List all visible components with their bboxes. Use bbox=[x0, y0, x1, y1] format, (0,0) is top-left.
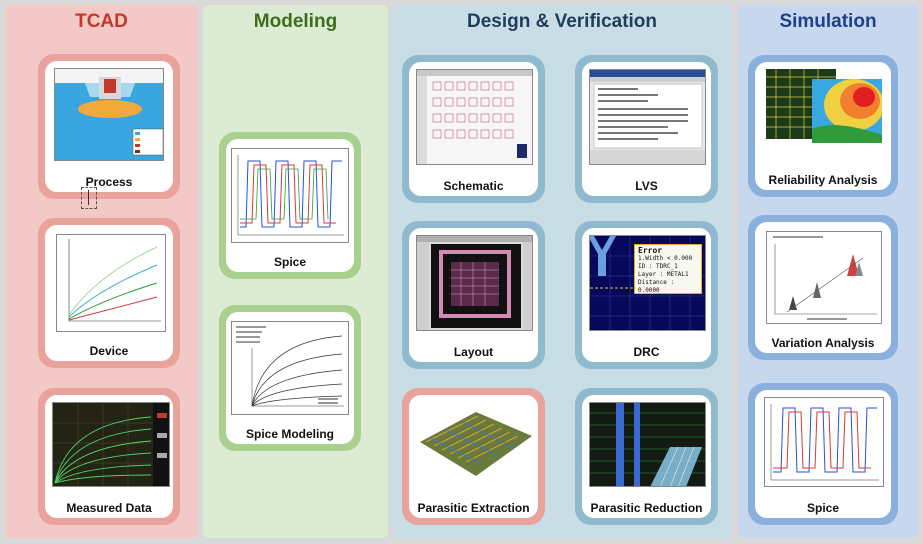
drc-error-title: Error bbox=[638, 246, 663, 255]
drc-error-line: ID : TDRC_1 bbox=[638, 263, 678, 270]
tcad-column: TCAD Process bbox=[5, 5, 198, 538]
reliability-analysis-card[interactable]: Reliability Analysis bbox=[748, 55, 898, 197]
measured-data-thumbnail bbox=[52, 402, 170, 487]
process-thumbnail bbox=[54, 68, 164, 161]
layout-card[interactable]: Layout bbox=[402, 221, 545, 369]
parasitic-extraction-thumbnail bbox=[416, 402, 533, 487]
modeling-title: Modeling bbox=[253, 11, 338, 32]
drc-label: DRC bbox=[633, 345, 660, 359]
layout-label: Layout bbox=[453, 345, 494, 359]
parasitic-reduction-label: Parasitic Reduction bbox=[590, 501, 703, 515]
drc-error-line: Distance : 0.0000 bbox=[638, 279, 675, 294]
schematic-thumbnail bbox=[416, 69, 533, 165]
variation-analysis-thumbnail bbox=[766, 231, 882, 324]
parasitic-reduction-thumbnail bbox=[589, 402, 706, 487]
spice-simulation-thumbnail bbox=[764, 397, 884, 487]
simulation-title: Simulation bbox=[779, 11, 877, 32]
spice-modeling-card[interactable]: Spice Modeling bbox=[219, 305, 361, 451]
lvs-label: LVS bbox=[635, 179, 658, 193]
variation-analysis-label: Variation Analysis bbox=[771, 336, 875, 350]
lvs-thumbnail bbox=[589, 69, 706, 165]
parasitic-extraction-label: Parasitic Extraction bbox=[417, 501, 530, 515]
design-verification-title: Design & Verification bbox=[466, 11, 658, 32]
reliability-analysis-label: Reliability Analysis bbox=[768, 173, 878, 187]
spice-model-label: Spice bbox=[273, 255, 306, 269]
process-label: Process bbox=[85, 175, 133, 189]
device-label: Device bbox=[89, 344, 129, 358]
spice-simulation-card[interactable]: Spice bbox=[748, 383, 898, 525]
device-thumbnail bbox=[56, 234, 166, 332]
lvs-card[interactable]: LVS bbox=[575, 55, 718, 203]
spice-modeling-thumbnail bbox=[231, 321, 349, 415]
parasitic-extraction-card[interactable]: Parasitic Extraction bbox=[402, 388, 545, 525]
design-verification-column: Design & Verification Schematic bbox=[392, 5, 732, 538]
tcad-title: TCAD bbox=[75, 11, 128, 32]
layout-thumbnail bbox=[416, 235, 533, 331]
reliability-analysis-thumbnail bbox=[766, 69, 882, 159]
modeling-column: Modeling Spice bbox=[203, 5, 388, 538]
spice-model-thumbnail bbox=[231, 148, 349, 243]
schematic-card[interactable]: Schematic bbox=[402, 55, 545, 203]
drc-error-line: 1.Width < 0.000 bbox=[638, 255, 693, 262]
variation-analysis-card[interactable]: Variation Analysis bbox=[748, 215, 898, 360]
process-card[interactable]: Process bbox=[38, 54, 180, 199]
drc-thumbnail: Error 1.Width < 0.000 ID : TDRC_1 Layer … bbox=[589, 235, 706, 331]
drc-error-popup: Error 1.Width < 0.000 ID : TDRC_1 Layer … bbox=[634, 244, 702, 294]
spice-modeling-label: Spice Modeling bbox=[245, 427, 334, 441]
drc-error-line: Layer : METAL1 bbox=[638, 271, 689, 278]
simulation-column: Simulation Reliability Analysis bbox=[738, 5, 918, 538]
device-card[interactable]: Device bbox=[38, 218, 180, 368]
measured-data-label: Measured Data bbox=[66, 501, 152, 515]
parasitic-reduction-card[interactable]: Parasitic Reduction bbox=[575, 388, 718, 525]
spice-simulation-label: Spice bbox=[806, 501, 839, 515]
spice-model-card[interactable]: Spice bbox=[219, 132, 361, 279]
schematic-label: Schematic bbox=[443, 179, 504, 193]
drc-card[interactable]: Error 1.Width < 0.000 ID : TDRC_1 Layer … bbox=[575, 221, 718, 369]
measured-data-card[interactable]: Measured Data bbox=[38, 388, 180, 525]
text-cursor-icon bbox=[81, 187, 97, 209]
